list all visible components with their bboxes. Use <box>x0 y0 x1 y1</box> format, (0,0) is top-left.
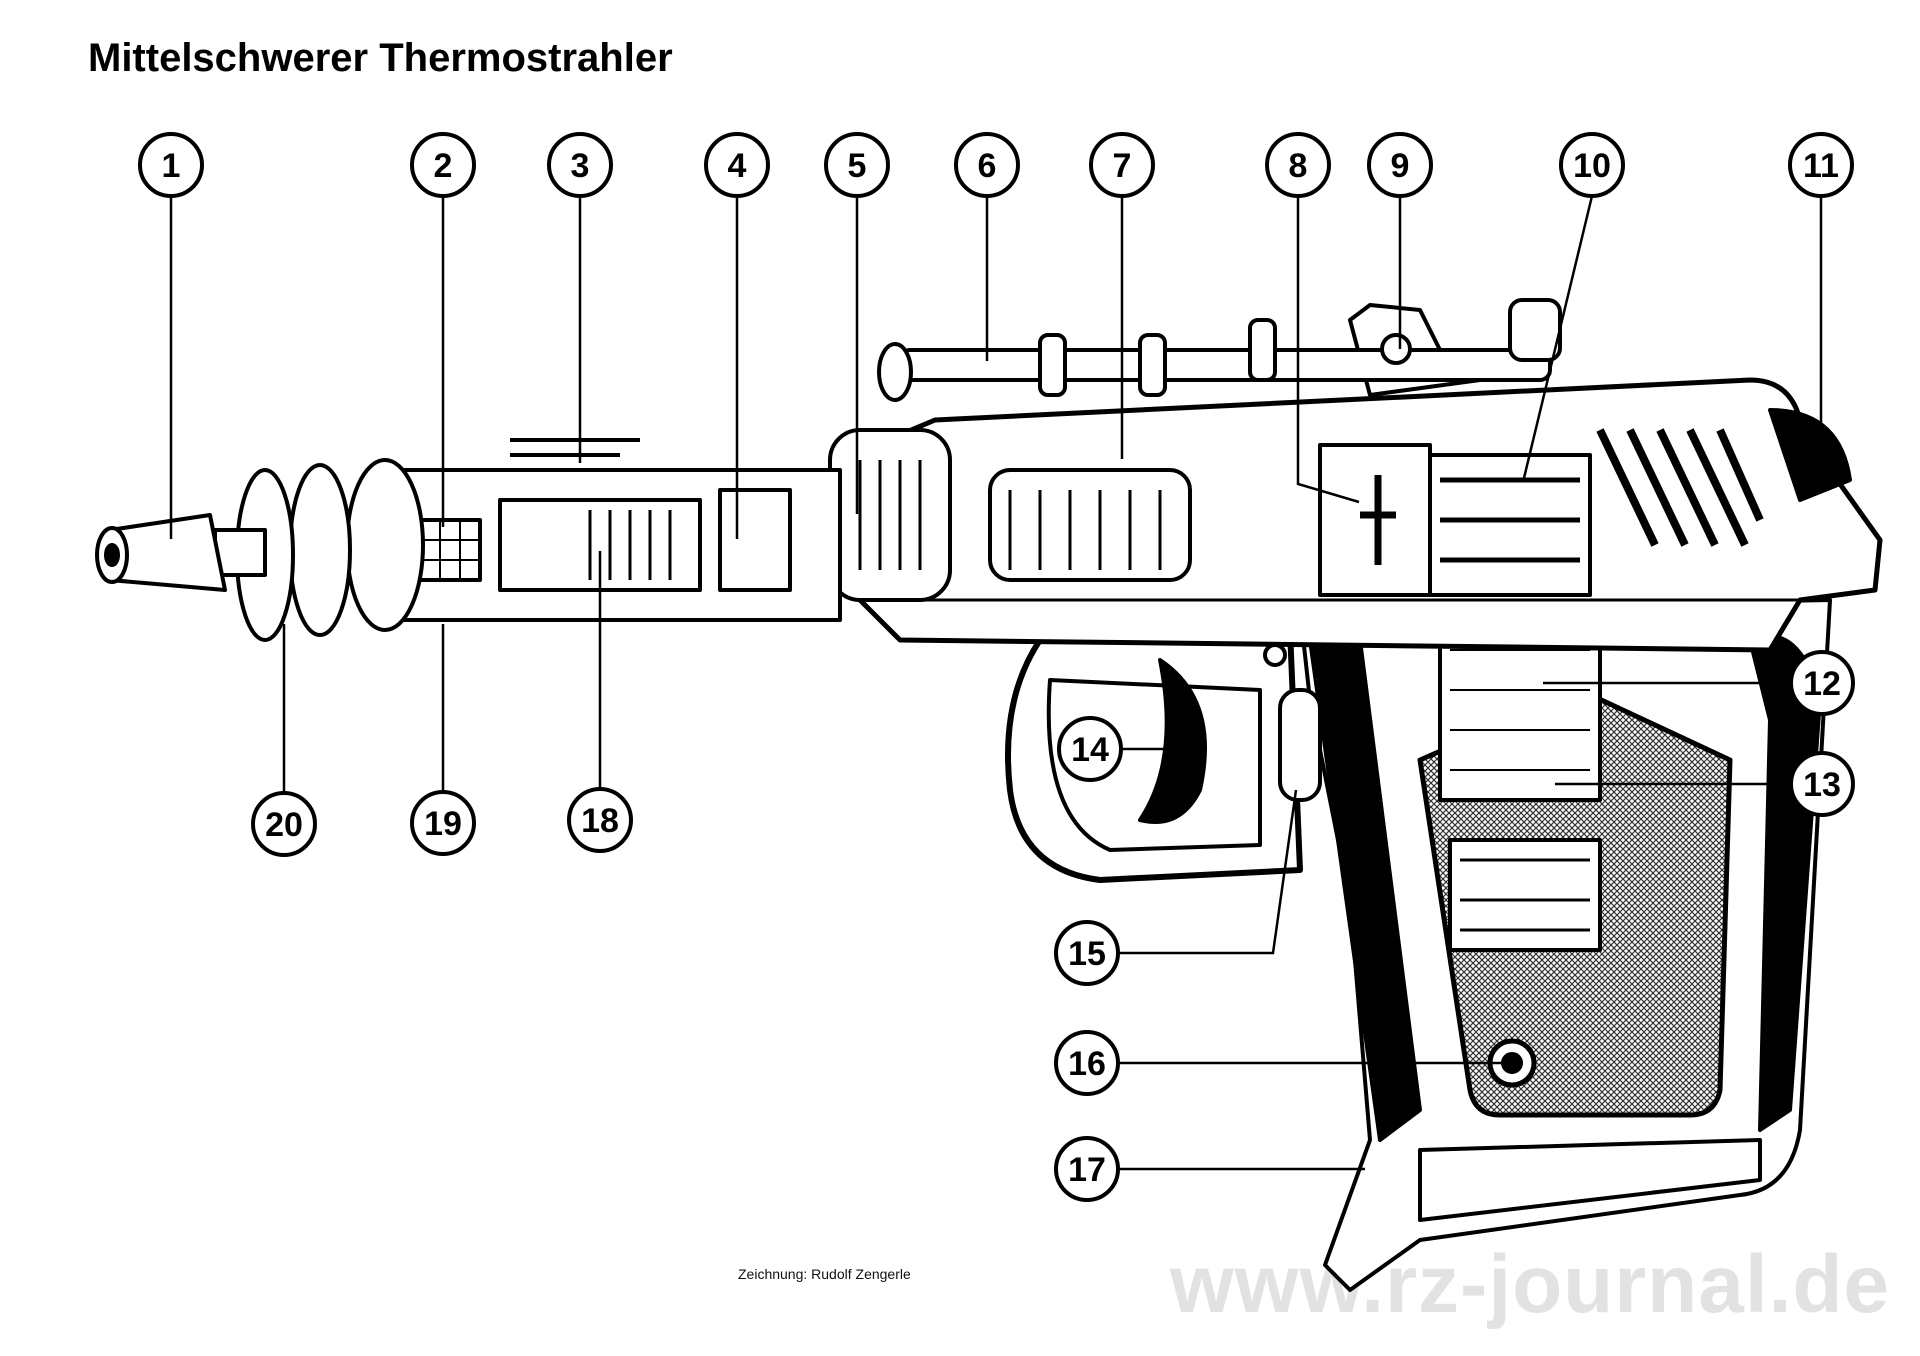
safety-lever <box>1278 688 1322 802</box>
callout-2: 2 <box>410 132 476 198</box>
svg-text:7: 7 <box>1113 147 1132 185</box>
callout-12: 12 <box>1789 650 1855 716</box>
callout-17: 17 <box>1054 1136 1120 1202</box>
callout-9: 9 <box>1367 132 1433 198</box>
svg-text:3: 3 <box>571 147 590 185</box>
vents <box>1596 428 1764 547</box>
svg-text:2: 2 <box>434 147 453 185</box>
callouts: 1 2 3 4 5 6 7 8 9 10 11 12 13 14 15 16 1… <box>138 132 1855 1202</box>
watermark: www.rz-journal.de <box>1170 1239 1891 1330</box>
svg-text:8: 8 <box>1289 147 1308 185</box>
svg-text:16: 16 <box>1068 1045 1106 1083</box>
illustrator-credit: Zeichnung: Rudolf Zengerle <box>738 1266 911 1282</box>
svg-text:17: 17 <box>1068 1151 1106 1189</box>
callout-3: 3 <box>547 132 613 198</box>
callout-10: 10 <box>1559 132 1625 198</box>
svg-text:6: 6 <box>978 147 997 185</box>
scope <box>877 298 1562 402</box>
callout-16: 16 <box>1054 1030 1120 1096</box>
svg-text:4: 4 <box>728 147 747 185</box>
callout-15: 15 <box>1054 920 1120 986</box>
callout-20: 20 <box>251 791 317 857</box>
trigger <box>1138 658 1207 824</box>
callout-4: 4 <box>704 132 770 198</box>
callout-6: 6 <box>954 132 1020 198</box>
callout-1: 1 <box>138 132 204 198</box>
svg-text:11: 11 <box>1803 147 1839 185</box>
svg-text:14: 14 <box>1071 731 1109 769</box>
callout-14: 14 <box>1057 716 1123 782</box>
svg-text:19: 19 <box>424 805 462 843</box>
disc-2 <box>288 463 352 637</box>
callout-11: 11 <box>1788 132 1854 198</box>
svg-text:18: 18 <box>581 802 619 840</box>
callout-18: 18 <box>567 787 633 853</box>
callout-7: 7 <box>1089 132 1155 198</box>
page-title: Mittelschwerer Thermostrahler <box>88 36 673 80</box>
svg-text:13: 13 <box>1803 766 1841 804</box>
svg-text:10: 10 <box>1573 147 1611 185</box>
gun-illustration <box>95 298 1883 1292</box>
svg-text:5: 5 <box>848 147 867 185</box>
disc-3 <box>345 458 425 632</box>
callout-5: 5 <box>824 132 890 198</box>
svg-text:1: 1 <box>162 147 181 185</box>
callout-19: 19 <box>410 790 476 856</box>
svg-text:9: 9 <box>1391 147 1410 185</box>
svg-text:20: 20 <box>265 806 303 844</box>
callout-13: 13 <box>1789 751 1855 817</box>
front-coupling <box>828 428 952 602</box>
leader-lines <box>169 195 1823 1171</box>
svg-text:12: 12 <box>1803 665 1841 703</box>
svg-text:15: 15 <box>1068 935 1106 973</box>
callout-8: 8 <box>1265 132 1331 198</box>
